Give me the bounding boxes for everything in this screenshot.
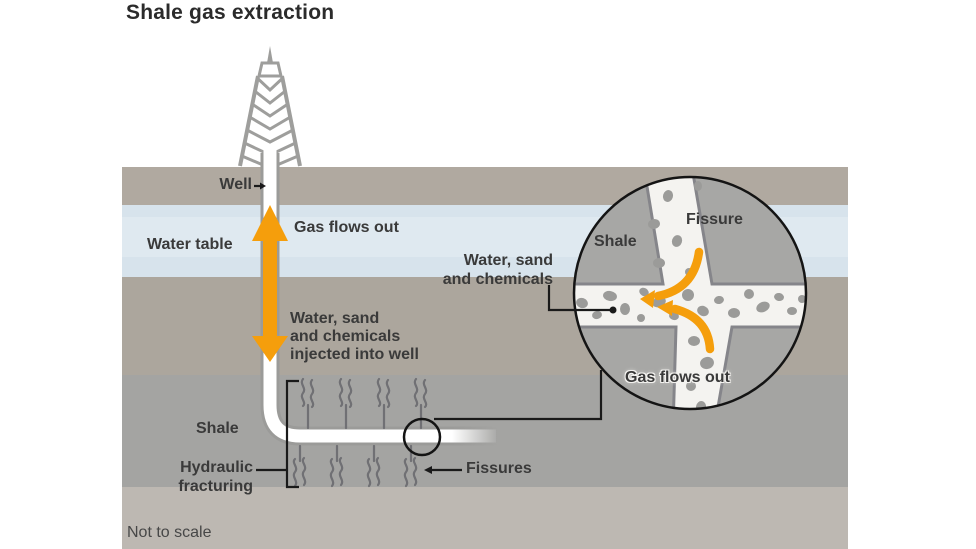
inset-fissure-label: Fissure	[686, 211, 743, 228]
layer-deep-rock	[122, 487, 848, 549]
inset-shale-label: Shale	[594, 233, 637, 250]
shale-label: Shale	[196, 420, 239, 437]
gas-flows-out-label: Gas flows out	[294, 219, 399, 236]
fissure-crack-icon	[300, 377, 428, 430]
water-table-label: Water table	[147, 236, 233, 253]
double-headed-flow-arrow-icon	[252, 205, 288, 362]
drilling-derrick-icon	[238, 46, 302, 170]
fissure-crack-icon	[292, 444, 418, 488]
inset-gas-flows-out-label: Gas flows out	[625, 369, 730, 386]
fissures-label: Fissures	[466, 460, 532, 477]
well-label: Well	[219, 176, 252, 193]
injected-label: Water, sand and chemicals injected into …	[290, 310, 419, 363]
hydraulic-fracturing-label: Hydraulic fracturing	[178, 459, 253, 495]
inset-water-sand-chemicals-label: Water, sand and chemicals	[442, 252, 553, 288]
well-pipe	[260, 150, 500, 448]
gas-flow-curved-arrows	[640, 247, 715, 354]
not-to-scale-note: Not to scale	[127, 524, 212, 541]
pipe-detail-circle	[402, 417, 442, 457]
leader-lines	[254, 182, 603, 489]
chemicals-leader-line	[547, 285, 617, 314]
page-title: Shale gas extraction	[126, 1, 335, 24]
